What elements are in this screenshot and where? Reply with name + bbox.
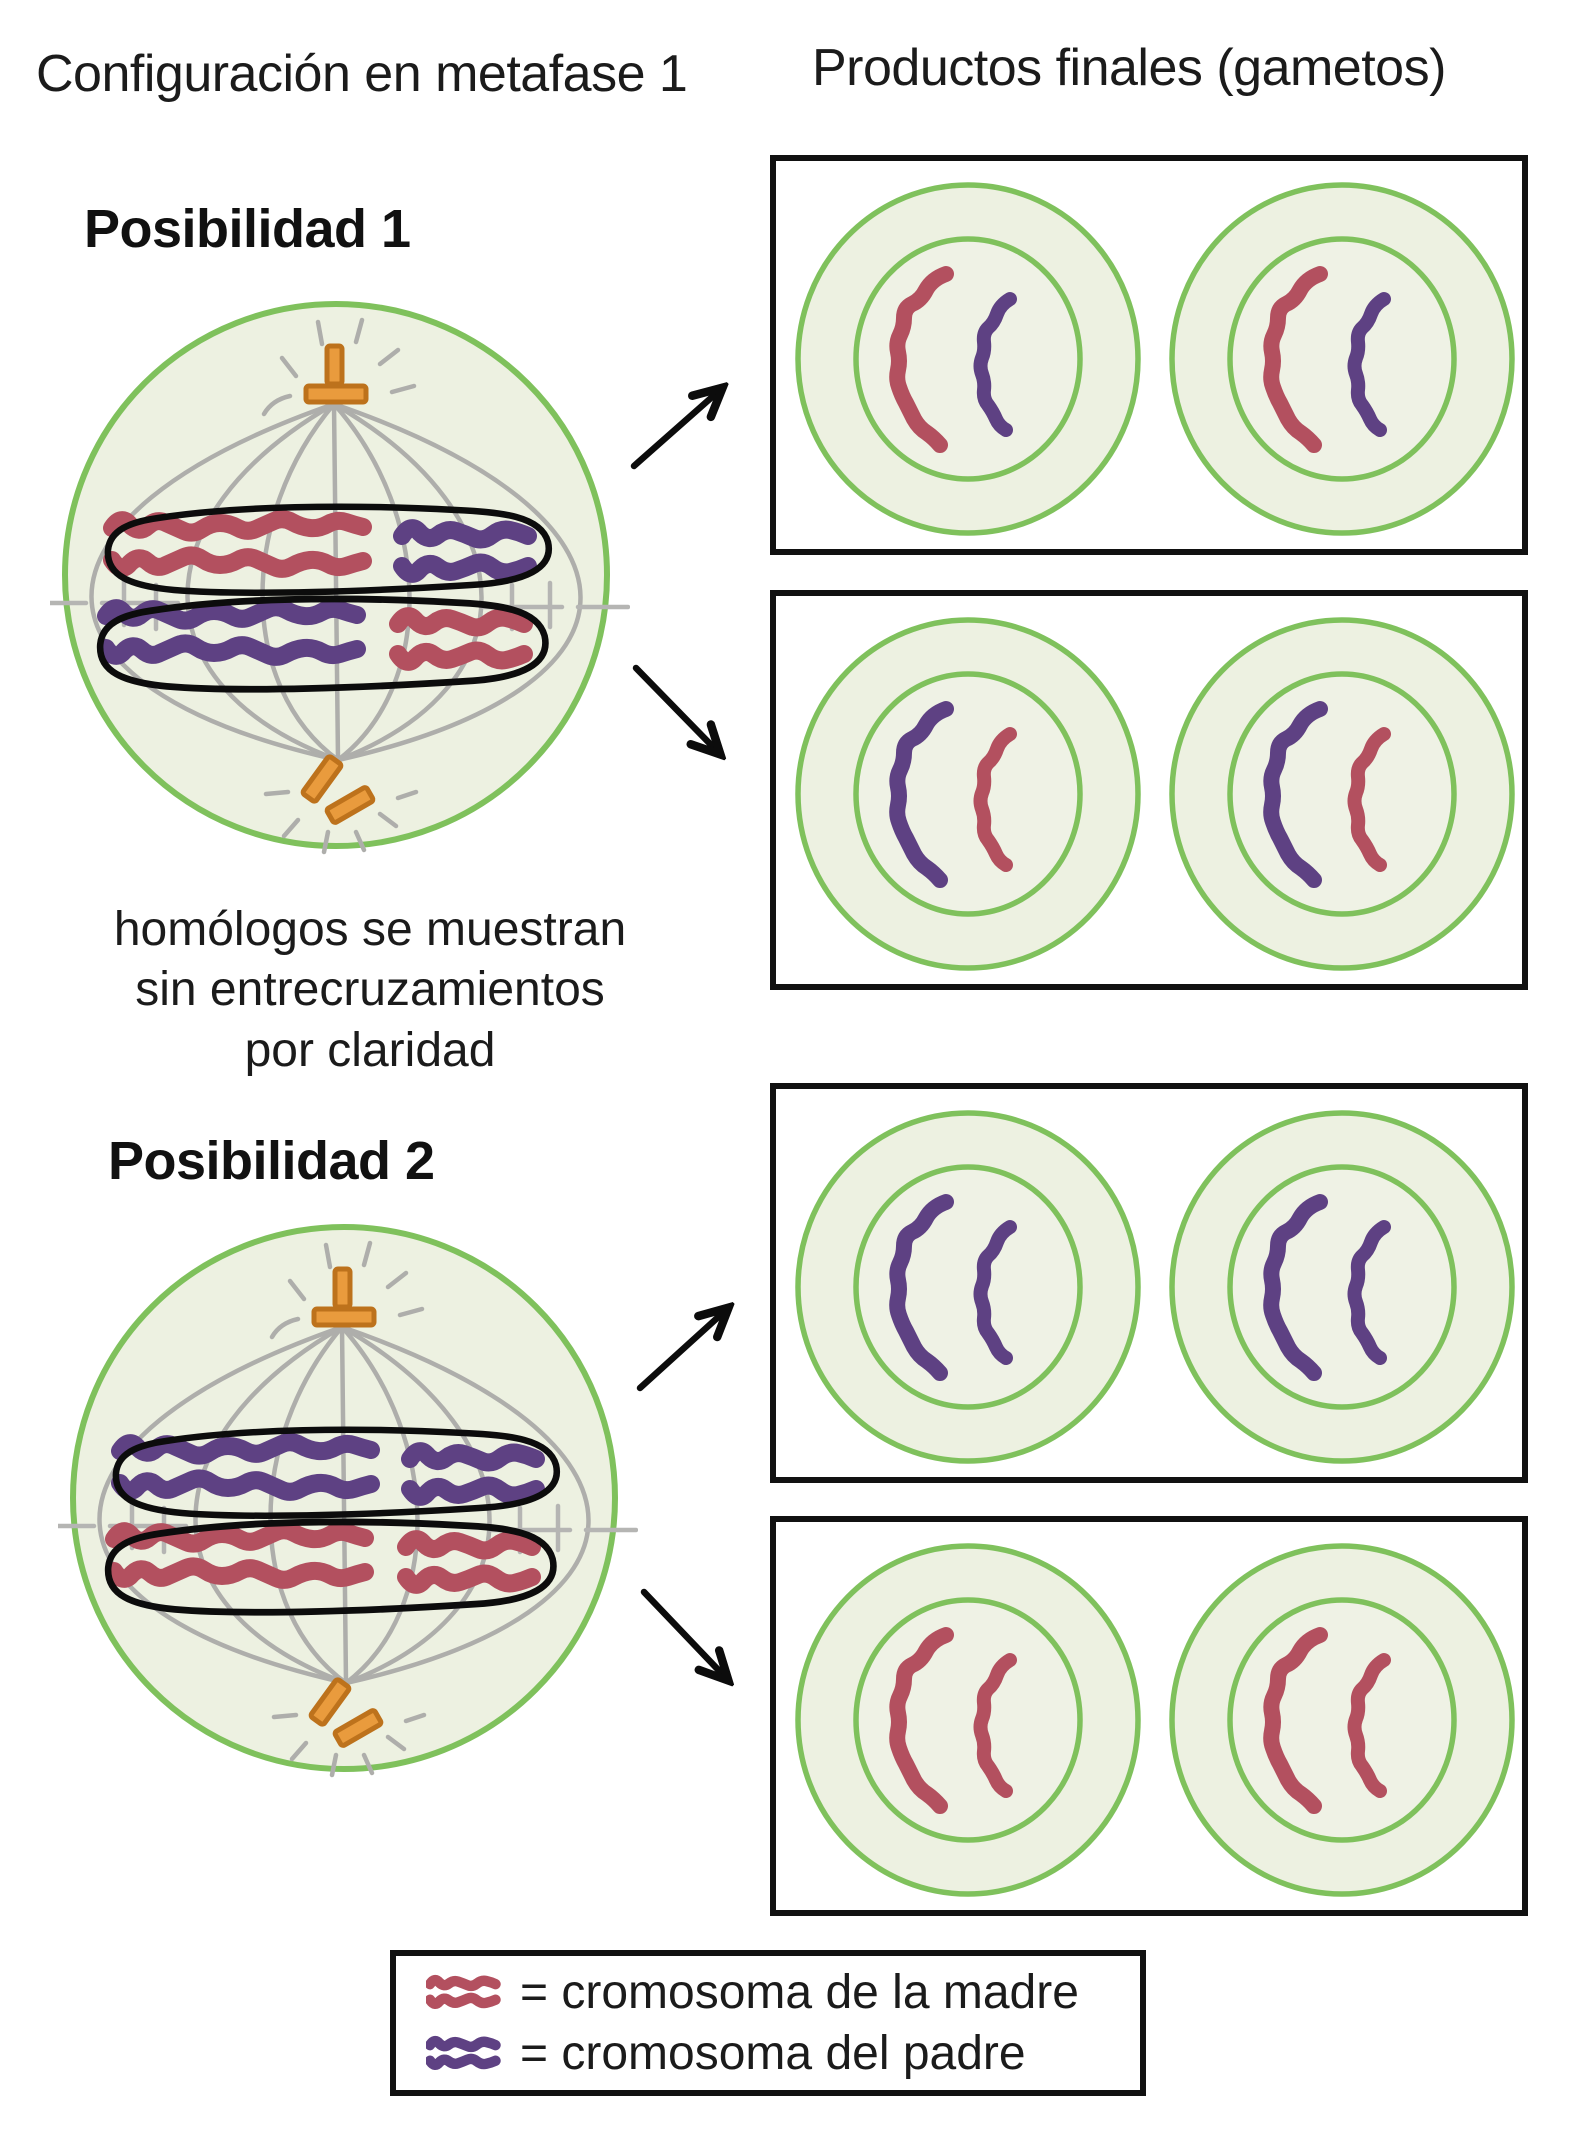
chromatid-row bbox=[106, 643, 357, 656]
nucleus-membrane bbox=[1227, 236, 1457, 482]
aster-rays-bottom bbox=[271, 1712, 427, 1778]
aster-rays-top bbox=[261, 317, 417, 417]
centriole-bar bbox=[308, 1677, 352, 1727]
nucleus-membrane bbox=[853, 1164, 1083, 1410]
gamete-cell bbox=[795, 182, 1141, 536]
legend: = cromosoma de la madre = cromosoma del … bbox=[390, 1950, 1146, 2096]
centrosome-top bbox=[311, 1266, 377, 1328]
centriole-bar bbox=[303, 383, 369, 405]
centriole-bar bbox=[324, 343, 345, 387]
metaphase-cell-1 bbox=[50, 301, 630, 855]
arrow-possibility1-down bbox=[632, 664, 718, 752]
centrosome-top bbox=[303, 343, 369, 405]
gamete-box-4 bbox=[770, 1516, 1528, 1916]
chromatid-row bbox=[406, 1539, 532, 1550]
chromatid-row bbox=[398, 651, 524, 662]
arrow-possibility2-down bbox=[640, 1588, 726, 1678]
chromatid-row bbox=[112, 555, 363, 568]
father-chromosome-swatch-icon bbox=[426, 2032, 502, 2076]
chromatid-row bbox=[402, 528, 528, 539]
aster-rays-bottom bbox=[263, 789, 419, 855]
centriole-bar bbox=[311, 1306, 377, 1328]
chromatid-row bbox=[410, 1451, 536, 1462]
possibility-2-label: Posibilidad 2 bbox=[108, 1131, 435, 1191]
centriole-bar bbox=[332, 1708, 384, 1748]
legend-item-father: = cromosoma del padre bbox=[426, 2026, 1140, 2081]
gamete-box-2 bbox=[770, 590, 1528, 990]
nucleus-membrane bbox=[1227, 671, 1457, 917]
column-title-products: Productos finales (gametos) bbox=[812, 39, 1446, 97]
note-line: por claridad bbox=[244, 1023, 496, 1077]
nucleus-membrane bbox=[853, 671, 1083, 917]
centriole-bar bbox=[332, 1266, 353, 1310]
clarity-note: homólogos se muestran sin entrecruzamien… bbox=[60, 900, 680, 1081]
centrosome-bottom bbox=[308, 1677, 384, 1748]
aster-rays-top bbox=[269, 1240, 425, 1340]
nucleus-membrane bbox=[853, 1597, 1083, 1843]
gamete-cell bbox=[795, 1110, 1141, 1464]
nucleus-membrane bbox=[1227, 1597, 1457, 1843]
note-line: homólogos se muestran bbox=[113, 903, 627, 956]
gamete-box-1 bbox=[770, 155, 1528, 555]
mother-chromosome-swatch-icon bbox=[426, 1971, 502, 2015]
column-title-metaphase: Configuración en metafase 1 bbox=[36, 45, 688, 103]
legend-label: = cromosoma del padre bbox=[520, 2027, 1026, 2080]
arrow-possibility1-up bbox=[630, 390, 720, 470]
metaphase-cell-2 bbox=[58, 1224, 638, 1778]
note-line: sin entrecruzamientos bbox=[135, 963, 605, 1017]
gamete-cell bbox=[1169, 617, 1515, 971]
chromatid-row bbox=[114, 1566, 365, 1579]
gamete-cell bbox=[1169, 182, 1515, 536]
legend-label: = cromosoma de la madre bbox=[520, 1966, 1079, 2019]
nucleus-membrane bbox=[853, 236, 1083, 482]
legend-item-mother: = cromosoma de la madre bbox=[426, 1965, 1140, 2020]
gamete-cell bbox=[795, 1543, 1141, 1897]
chromatid-row bbox=[410, 1486, 536, 1497]
centrosome-bottom bbox=[300, 754, 376, 825]
gamete-box-3 bbox=[770, 1083, 1528, 1483]
chromatid-row bbox=[120, 1478, 371, 1491]
centriole-bar bbox=[324, 785, 376, 825]
chromatid-row bbox=[402, 563, 528, 574]
nucleus-membrane bbox=[1227, 1164, 1457, 1410]
possibility-1-label: Posibilidad 1 bbox=[84, 199, 411, 259]
gamete-cell bbox=[1169, 1110, 1515, 1464]
arrow-possibility2-up bbox=[636, 1310, 726, 1392]
gamete-cell bbox=[795, 617, 1141, 971]
centriole-bar bbox=[300, 754, 344, 804]
chromatid-row bbox=[398, 616, 524, 627]
chromatid-row bbox=[406, 1574, 532, 1585]
gamete-cell bbox=[1169, 1543, 1515, 1897]
